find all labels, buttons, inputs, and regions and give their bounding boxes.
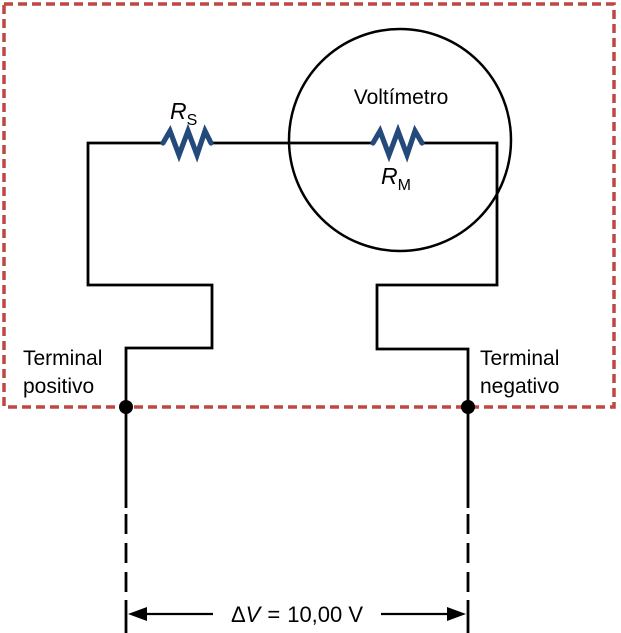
terminal-negative-line2: negativo — [480, 375, 559, 398]
resistor-rm-label: RM — [381, 163, 411, 194]
terminal-positive-line2: positivo — [23, 375, 94, 398]
resistors-group — [160, 123, 425, 163]
wires-group — [86, 141, 499, 633]
voltage-variable: V — [246, 602, 263, 627]
resistor-rm-symbol: R — [381, 163, 398, 189]
resistor-rs-subscript: S — [187, 112, 198, 129]
voltage-delta-symbol: Δ — [231, 602, 246, 627]
terminal-negative-label: Terminal negativo — [480, 347, 559, 398]
voltmeter-circle — [287, 27, 513, 253]
terminal-positive-label: Terminal positivo — [23, 347, 102, 398]
negative-terminal-dot — [461, 400, 475, 414]
voltage-equals-sign: = — [267, 602, 280, 627]
arrow-right-head-icon — [447, 607, 466, 621]
arrow-left-head-icon — [128, 607, 147, 621]
resistor-rs-symbol: R — [170, 98, 187, 124]
wire-right-branch — [375, 141, 499, 407]
resistor-rm-zigzag — [370, 123, 425, 163]
resistor-rm-subscript: M — [398, 177, 411, 194]
wire-left-branch — [86, 141, 214, 407]
voltmeter-label: Voltímetro — [354, 86, 449, 109]
battery-boundary-dashed-border — [2, 2, 616, 409]
terminal-negative-line1: Terminal — [480, 347, 559, 370]
voltage-value: 10,00 V — [287, 602, 363, 627]
resistor-rs-zigzag — [160, 123, 214, 163]
voltage-value-label: ΔV= 10,00 V — [231, 602, 363, 627]
resistor-rs-label: RS — [170, 98, 197, 129]
terminal-positive-line1: Terminal — [23, 347, 102, 370]
voltage-span-arrow — [128, 607, 466, 621]
positive-terminal-dot — [119, 400, 133, 414]
